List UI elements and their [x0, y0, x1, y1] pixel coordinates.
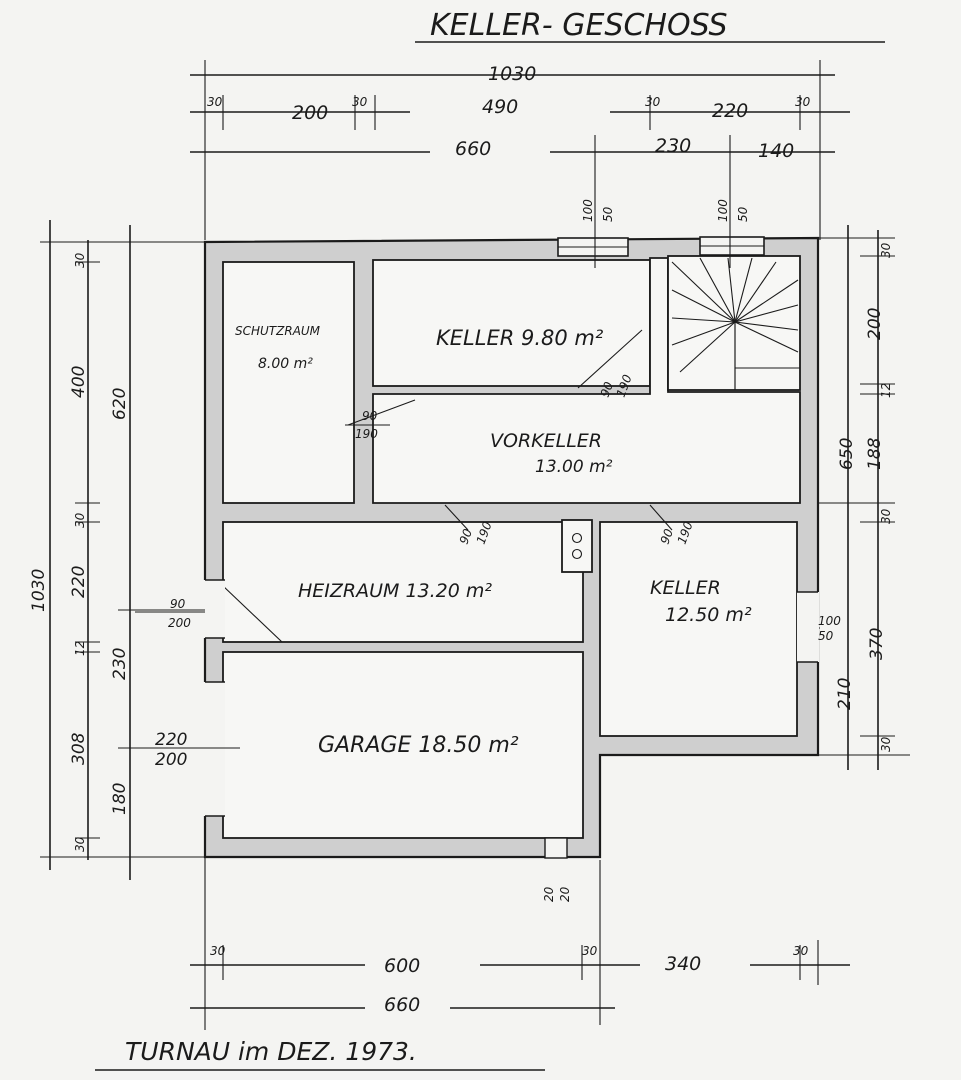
door-schutzraum-h: 190: [355, 427, 378, 441]
bottom-dimensions: 30 600 30 340 30 660: [190, 857, 850, 1030]
dim-right-inner-g: 30: [879, 736, 893, 752]
window-top-right-b: 50: [736, 206, 750, 222]
label-schutzraum-area: 8.00 m²: [258, 356, 313, 372]
dim-left-mid-c: 180: [110, 783, 130, 815]
room-garage: [222, 651, 584, 839]
dim-right-inner-c: 12: [879, 383, 893, 398]
door-heizraum-w: 90: [457, 527, 476, 546]
garage-bottom-a: 20: [542, 886, 556, 902]
room-schutzraum: [222, 261, 355, 504]
dim-left-inner-e: 12: [73, 641, 87, 656]
dim-top-r2-f: 220: [712, 100, 748, 122]
rooms: [222, 255, 801, 839]
dim-right-overall-a: 650: [837, 438, 857, 470]
dim-top-r2-e: 30: [645, 95, 661, 109]
door-side-h: 200: [168, 616, 191, 630]
door-swings: [221, 329, 820, 643]
room-heizraum: [222, 521, 584, 643]
chimney: [561, 519, 593, 573]
window-right-w: 100: [818, 614, 841, 628]
dim-left-inner-g: 30: [73, 836, 87, 852]
label-vorkeller-area: 13.00 m²: [535, 457, 613, 477]
dim-right-inner-e: 30: [879, 508, 893, 524]
label-keller-right-area: 12.50 m²: [665, 604, 752, 626]
dim-right-inner-d: 188: [865, 437, 885, 470]
dim-right-inner-b: 200: [865, 308, 885, 340]
dim-top-r2-g: 30: [795, 95, 811, 109]
dim-left-inner-d: 220: [69, 566, 89, 598]
door-keller-right-w: 90: [658, 527, 677, 546]
dim-left-inner-a: 30: [73, 252, 87, 268]
dim-left-inner-c: 30: [73, 512, 87, 528]
right-dimensions: 650 370 30 200 12 188 30 210 30: [818, 225, 910, 770]
dim-left-mid-b: 230: [110, 648, 130, 680]
door-schutzraum-w: 90: [362, 409, 378, 423]
dim-top-overall: 1030: [488, 63, 536, 85]
staircase: [671, 257, 800, 390]
dim-top-r2-b: 200: [292, 102, 328, 124]
dim-bottom-overall: 660: [384, 994, 420, 1016]
dim-right-inner-a: 30: [879, 242, 893, 258]
dim-left-overall: 1030: [29, 569, 49, 612]
label-schutzraum-name: SCHUTZRAUM: [235, 324, 321, 338]
dim-top-r3-b: 230: [655, 135, 691, 157]
window-top-left-b: 50: [601, 206, 615, 222]
window-top-right-a: 100: [716, 199, 730, 222]
plan-footer: TURNAU im DEZ. 1973.: [125, 1037, 417, 1066]
window-top-left-a: 100: [581, 199, 595, 222]
dim-top-r2-a: 30: [207, 95, 223, 109]
room-keller-right: [599, 521, 798, 737]
dim-right-inner-f: 210: [835, 678, 855, 710]
dim-bottom-d: 340: [665, 953, 701, 975]
dim-bottom-b: 600: [384, 955, 420, 977]
wall-openings: [203, 579, 819, 859]
door-keller-top-w: 90: [598, 380, 617, 399]
dim-top-r2-d: 490: [482, 96, 518, 118]
plan-title: KELLER- GESCHOSS: [430, 8, 728, 43]
room-vorkeller: [372, 257, 801, 504]
room-keller-top: [372, 259, 651, 387]
dim-bottom-c: 30: [582, 944, 598, 958]
dim-left-inner-f: 308: [69, 732, 89, 765]
dim-top-r2-c: 30: [352, 95, 368, 109]
dim-bottom-e: 30: [793, 944, 809, 958]
label-keller-top: KELLER 9.80 m²: [436, 326, 604, 350]
garage-gate-h: 200: [155, 750, 187, 770]
label-heizraum: HEIZRAUM 13.20 m²: [298, 580, 492, 602]
garage-bottom-b: 20: [558, 886, 572, 902]
room-labels: SCHUTZRAUM 8.00 m² KELLER 9.80 m² VORKEL…: [235, 324, 752, 758]
dim-top-r3-a: 660: [455, 138, 491, 160]
window-right-h: 50: [818, 629, 834, 643]
top-windows: 100 50 100 50: [557, 165, 765, 268]
door-side-w: 90: [170, 597, 186, 611]
dim-left-inner-b: 400: [69, 366, 89, 398]
dim-bottom-a: 30: [210, 944, 226, 958]
dim-left-mid-a: 620: [110, 388, 130, 420]
label-garage: GARAGE 18.50 m²: [318, 733, 519, 758]
dim-top-r3-c: 140: [758, 140, 794, 162]
left-dimensions: 1030 620 230 180 30 400 30 220 12 308 30: [29, 220, 205, 880]
label-vorkeller-name: VORKELLER: [490, 430, 602, 452]
garage-gate-w: 220: [155, 730, 187, 750]
label-keller-right-name: KELLER: [650, 577, 721, 599]
dim-right-overall-b: 370: [867, 628, 887, 660]
top-dimensions: 1030 30 200 30 490 30 220 30 660 230 140: [190, 60, 850, 240]
